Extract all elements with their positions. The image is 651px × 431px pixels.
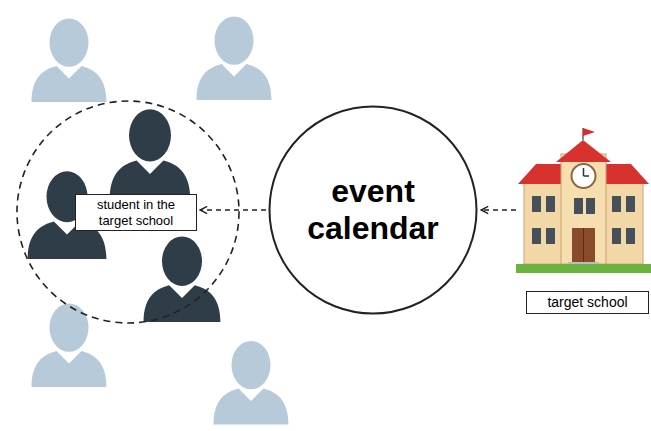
- target-school: target school: [516, 128, 651, 314]
- school-illustration: [516, 128, 651, 314]
- student-group: student in the target school: [15, 99, 241, 325]
- event-calendar-circle: event calendar: [268, 105, 478, 315]
- dashed-arrow: [481, 209, 516, 211]
- dashed-arrow: [200, 209, 266, 211]
- label-box: target school: [526, 291, 649, 314]
- target-students: [28, 109, 221, 322]
- circle-label: event calendar: [288, 173, 458, 247]
- label-box: student in the target school: [75, 194, 197, 231]
